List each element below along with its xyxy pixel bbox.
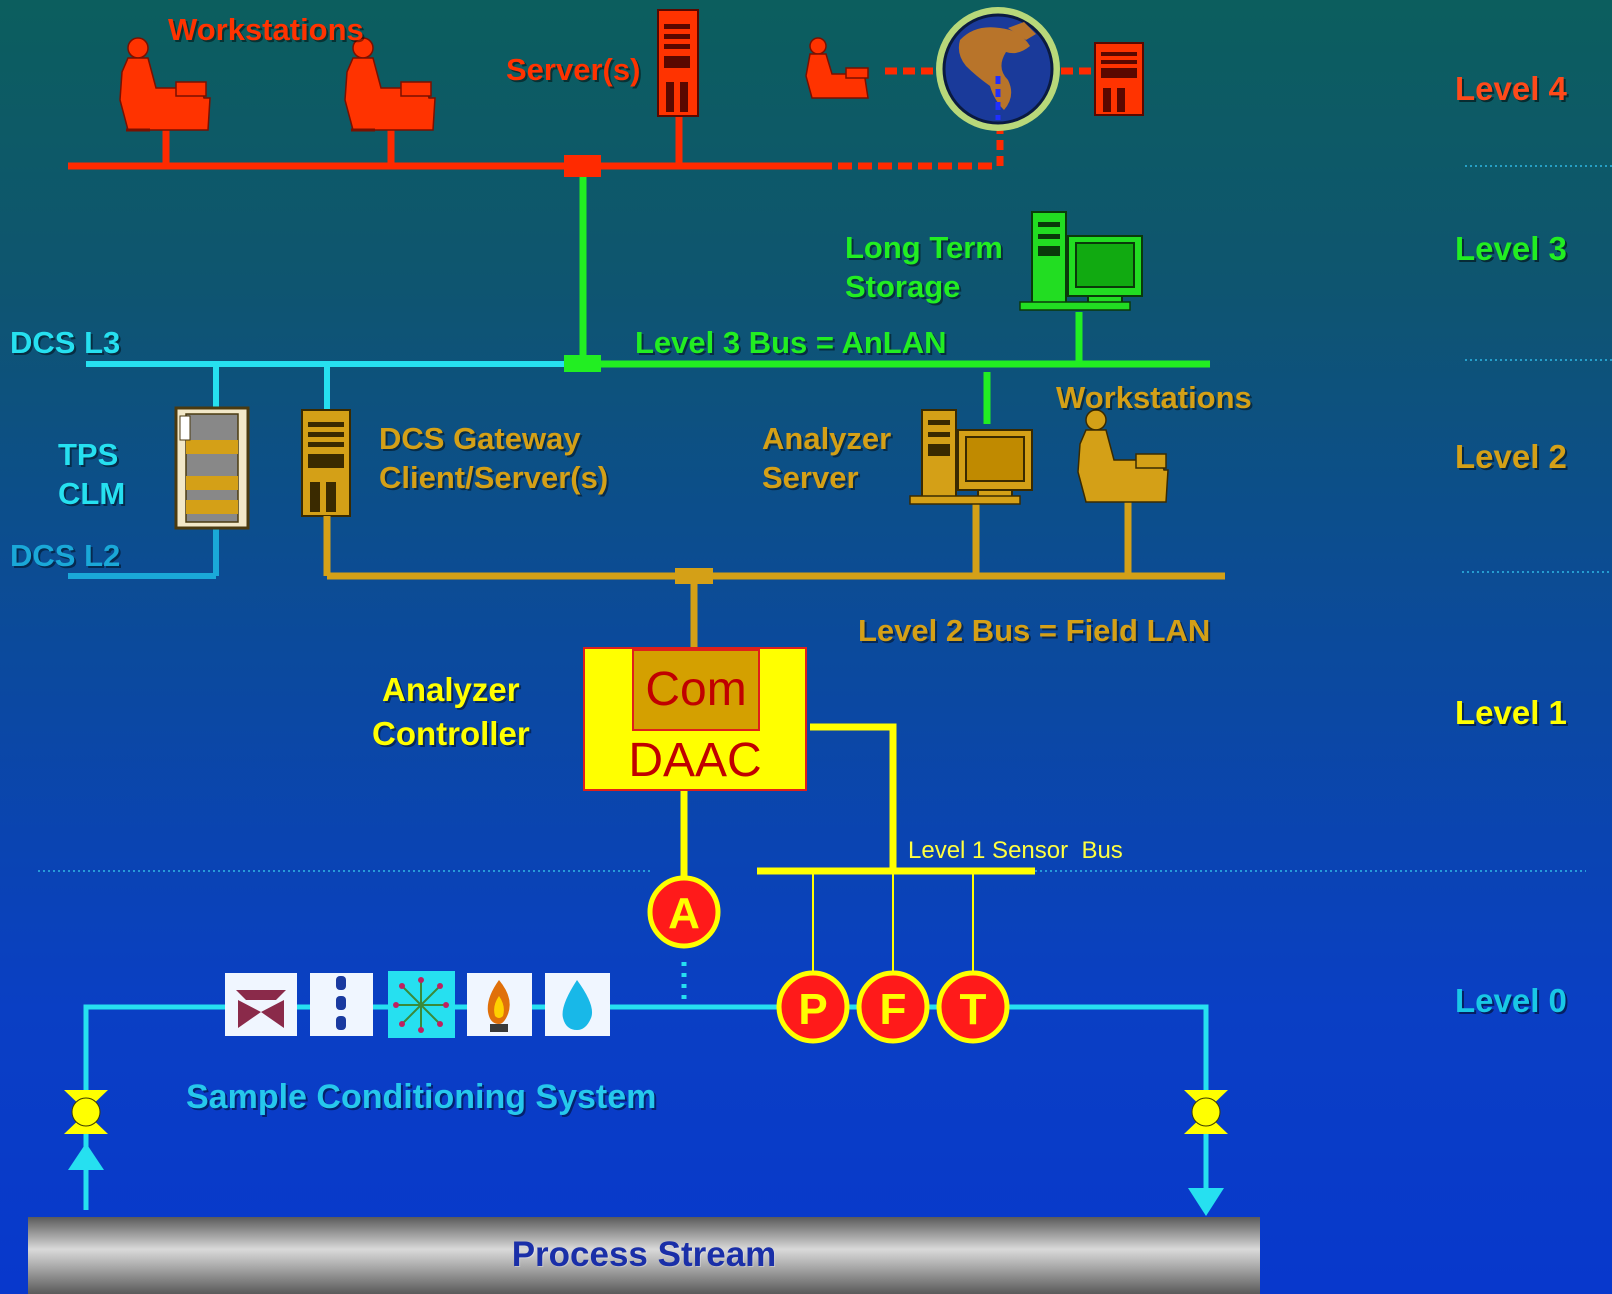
level2-bridge-node (675, 568, 713, 584)
level-4-label: Level 4 (1455, 70, 1567, 107)
dcs-l2-network (68, 528, 219, 579)
level2-workstations-label: Workstations (1056, 380, 1252, 415)
level-0-label: Level 0 (1455, 982, 1567, 1019)
remote-server-icon (1094, 42, 1144, 116)
server-tower-icon (657, 9, 699, 117)
analyzer-element: A (647, 875, 721, 949)
analyzer-server-line2: Server (762, 460, 859, 495)
level-3-label: Level 3 (1455, 230, 1567, 267)
inlet-valve-icon (64, 1090, 108, 1134)
internet-globe-icon (936, 7, 1060, 131)
flow-sensor: F (856, 970, 930, 1044)
com-module: Com (632, 649, 760, 731)
dcs-gateway-line1: DCS Gateway (379, 421, 581, 456)
level2-bus-label: Level 2 Bus = Field LAN (858, 613, 1211, 648)
analyzer-controller-label: Analyzer Controller (372, 668, 530, 756)
workstation-icon (344, 37, 436, 132)
component-filter-tile (310, 973, 373, 1036)
level2-network (323, 502, 1225, 647)
level-1-label: Level 1 (1455, 694, 1567, 731)
outlet-arrow-down-icon (1188, 1188, 1224, 1216)
dcs-l2-label: DCS L2 (10, 538, 121, 573)
remote-user-icon (805, 37, 869, 99)
long-term-storage-line1: Long Term (845, 230, 1003, 265)
process-stream-pipe: Process Stream (28, 1217, 1260, 1294)
level2-workstation-icon (1077, 409, 1169, 503)
component-water-drop-tile (545, 973, 610, 1036)
daac-controller-box: Com DAAC (583, 647, 807, 791)
level4-bridge-node (564, 155, 601, 177)
process-stream-label: Process Stream (511, 1235, 777, 1274)
sensor-letter: P (798, 985, 827, 1034)
dcs-gateway-line2: Client/Server(s) (379, 460, 609, 495)
inlet-arrow-up-icon (68, 1143, 104, 1170)
sensor-letter: T (960, 985, 987, 1034)
daac-label: DAAC (628, 734, 762, 787)
workstation-icon (119, 37, 211, 132)
tps-clm-cabinet-icon (174, 406, 250, 530)
level1-network (680, 723, 1035, 886)
level-2-label: Level 2 (1455, 438, 1567, 475)
sensor-bus-label: Level 1 Sensor Bus (908, 837, 1123, 864)
dcs-network (86, 361, 564, 410)
component-flame-tile (467, 973, 532, 1036)
long-term-storage-label: Long Term Storage (845, 228, 1003, 306)
tps-clm-line2: CLM (58, 476, 126, 511)
tps-clm-label: TPS CLM (58, 435, 125, 513)
long-term-storage-line2: Storage (845, 269, 961, 304)
analyzer-server-label: Analyzer Server (762, 419, 891, 497)
controller-sensor-link (810, 723, 897, 871)
dcs-gateway-server-icon (301, 409, 351, 517)
dcs-gateway-label: DCS Gateway Client/Server(s) (379, 419, 608, 497)
analyzer-letter: A (668, 889, 700, 938)
analyzer-server-computer-icon (909, 409, 1033, 505)
component-sparkle-tile (388, 971, 455, 1038)
level3-bus-label: Level 3 Bus = AnLAN (635, 325, 947, 360)
temperature-sensor: T (936, 970, 1010, 1044)
sensor-drops (812, 871, 974, 975)
dcs-l3-label: DCS L3 (10, 325, 121, 360)
level3-bridge-node (564, 355, 601, 372)
level4-network (68, 67, 1092, 170)
sensor-letter: F (880, 985, 907, 1034)
storage-computer-icon (1019, 211, 1143, 311)
sample-conditioning-label: Sample Conditioning System (186, 1078, 657, 1116)
outlet-valve-icon (1184, 1090, 1228, 1134)
analyzer-controller-line1: Analyzer (382, 671, 520, 708)
level-separators (38, 165, 1612, 872)
level4-workstations-label: Workstations (168, 12, 364, 47)
tps-clm-line1: TPS (58, 437, 119, 472)
pressure-sensor: P (776, 970, 850, 1044)
analyzer-server-line1: Analyzer (762, 421, 892, 456)
valve-icon (225, 973, 297, 1036)
component-valve-tile (225, 973, 297, 1036)
analyzer-controller-line2: Controller (372, 715, 530, 752)
level4-servers-label: Server(s) (506, 52, 641, 87)
level3-network (579, 177, 1210, 424)
